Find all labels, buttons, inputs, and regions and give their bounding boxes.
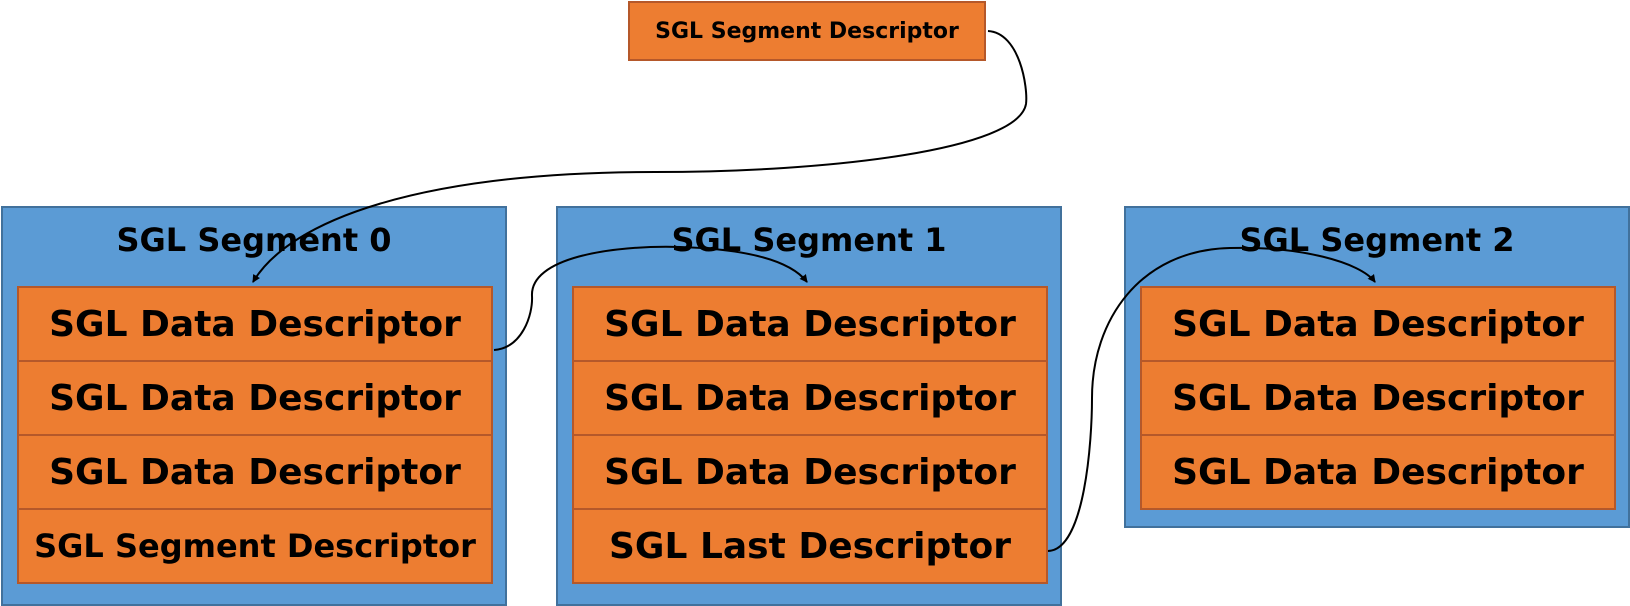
sgl-segment-1: SGL Segment 1 SGL Data Descriptor SGL Da…	[556, 206, 1062, 606]
descriptor-label: SGL Data Descriptor	[49, 451, 461, 493]
descriptor-list: SGL Data Descriptor SGL Data Descriptor …	[1140, 286, 1616, 510]
descriptor-item: SGL Data Descriptor	[17, 360, 493, 436]
descriptor-label: SGL Last Descriptor	[609, 525, 1011, 567]
descriptor-item: SGL Data Descriptor	[572, 434, 1048, 510]
descriptor-label: SGL Segment Descriptor	[34, 527, 476, 565]
top-segment-descriptor: SGL Segment Descriptor	[628, 1, 986, 61]
descriptor-label: SGL Data Descriptor	[1172, 451, 1584, 493]
sgl-segment-0: SGL Segment 0 SGL Data Descriptor SGL Da…	[1, 206, 507, 606]
descriptor-item: SGL Data Descriptor	[17, 286, 493, 362]
descriptor-item: SGL Segment Descriptor	[17, 508, 493, 584]
descriptor-item: SGL Data Descriptor	[1140, 360, 1616, 436]
top-segment-descriptor-label: SGL Segment Descriptor	[655, 18, 959, 44]
descriptor-label: SGL Data Descriptor	[49, 377, 461, 419]
descriptor-item: SGL Data Descriptor	[1140, 434, 1616, 510]
descriptor-list: SGL Data Descriptor SGL Data Descriptor …	[17, 286, 493, 584]
descriptor-label: SGL Data Descriptor	[604, 377, 1016, 419]
descriptor-label: SGL Data Descriptor	[604, 303, 1016, 345]
descriptor-item: SGL Data Descriptor	[572, 360, 1048, 436]
descriptor-label: SGL Data Descriptor	[1172, 377, 1584, 419]
descriptor-item: SGL Data Descriptor	[1140, 286, 1616, 362]
sgl-segment-2: SGL Segment 2 SGL Data Descriptor SGL Da…	[1124, 206, 1630, 528]
descriptor-label: SGL Data Descriptor	[604, 451, 1016, 493]
segment-title: SGL Segment 1	[671, 221, 947, 259]
descriptor-item: SGL Data Descriptor	[572, 286, 1048, 362]
descriptor-item: SGL Last Descriptor	[572, 508, 1048, 584]
descriptor-label: SGL Data Descriptor	[49, 303, 461, 345]
segment-title: SGL Segment 2	[1239, 221, 1515, 259]
segment-title: SGL Segment 0	[116, 221, 392, 259]
descriptor-label: SGL Data Descriptor	[1172, 303, 1584, 345]
descriptor-list: SGL Data Descriptor SGL Data Descriptor …	[572, 286, 1048, 584]
descriptor-item: SGL Data Descriptor	[17, 434, 493, 510]
